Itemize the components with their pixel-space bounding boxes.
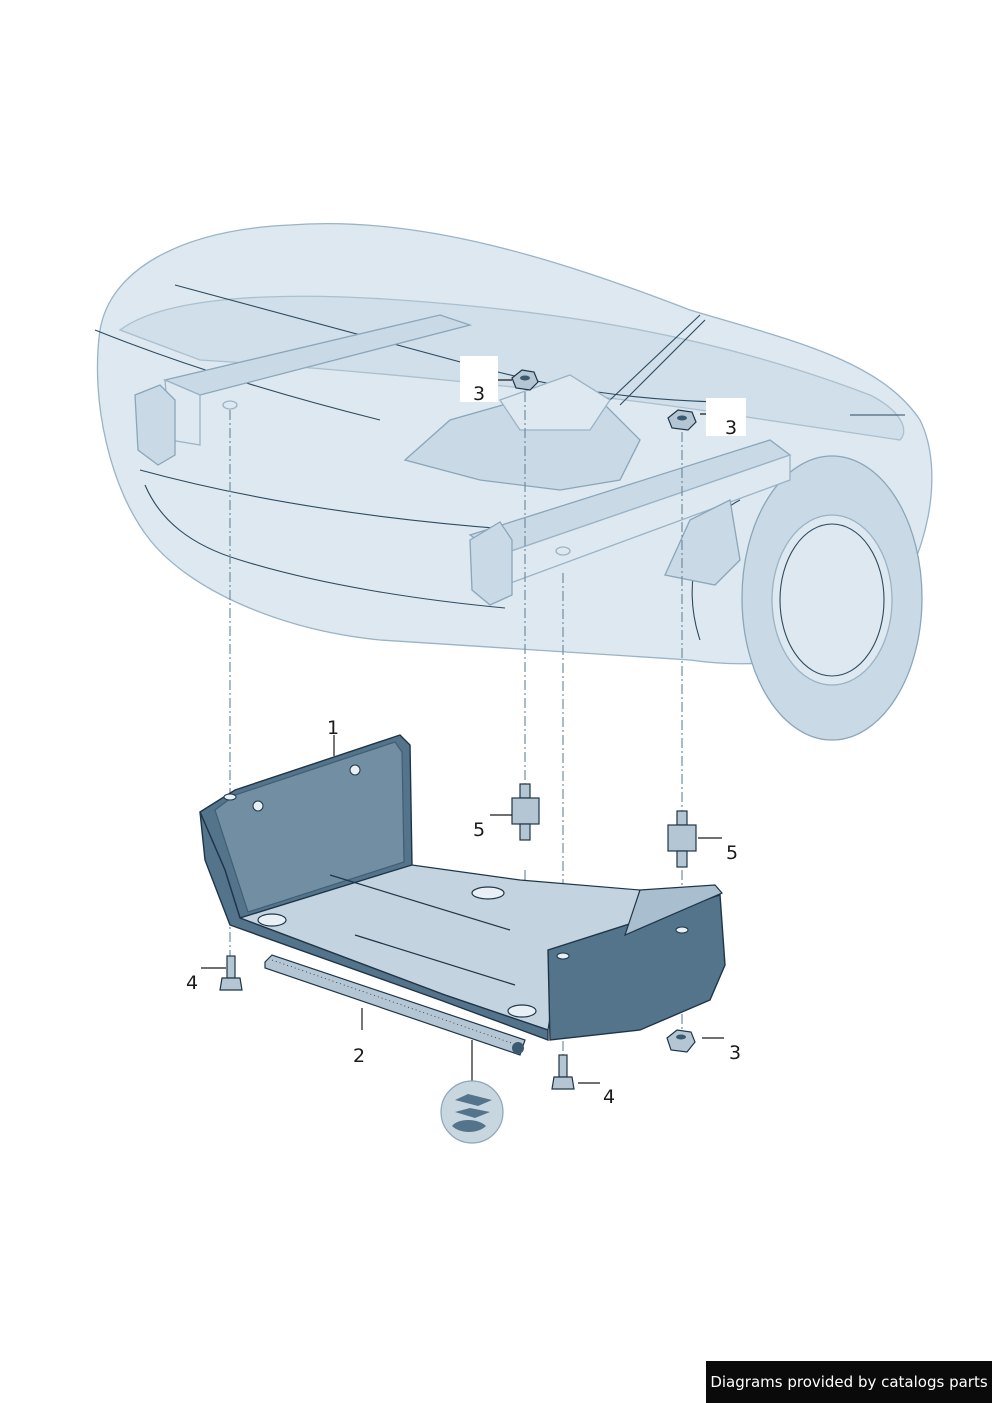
label-bg-3b: [706, 398, 746, 436]
hex-nut-bottom: [666, 1029, 696, 1053]
bolt-right: [551, 1054, 575, 1090]
callout-3-bottom: 3: [729, 1042, 741, 1064]
right-bracket-ghost: [469, 521, 513, 606]
callout-5-left: 5: [473, 819, 485, 841]
underbody-guard: [199, 734, 726, 1042]
label-bg-3a: [460, 356, 498, 402]
callout-5-right: 5: [726, 842, 738, 864]
rubber-mount-right: [667, 810, 697, 868]
callout-2: 2: [353, 1045, 365, 1067]
callout-1: 1: [327, 717, 339, 739]
callout-4-right: 4: [603, 1086, 615, 1108]
vehicle-ghost-outline: [94, 222, 933, 741]
hex-nut-top-right: [667, 409, 697, 431]
callout-4-left: 4: [186, 972, 198, 994]
footer-credit: Diagrams provided by catalogs parts: [706, 1361, 992, 1403]
rubber-mount-left: [511, 783, 540, 841]
bolt-left: [219, 955, 243, 991]
hex-nut-top-left: [511, 369, 539, 391]
sealing-strip: [264, 954, 526, 1056]
callout-3-top-right: 3: [725, 417, 737, 439]
callout-3-top-left: 3: [473, 383, 485, 405]
left-bracket-ghost: [134, 384, 176, 466]
detail-symbol-icon: [440, 1040, 504, 1144]
